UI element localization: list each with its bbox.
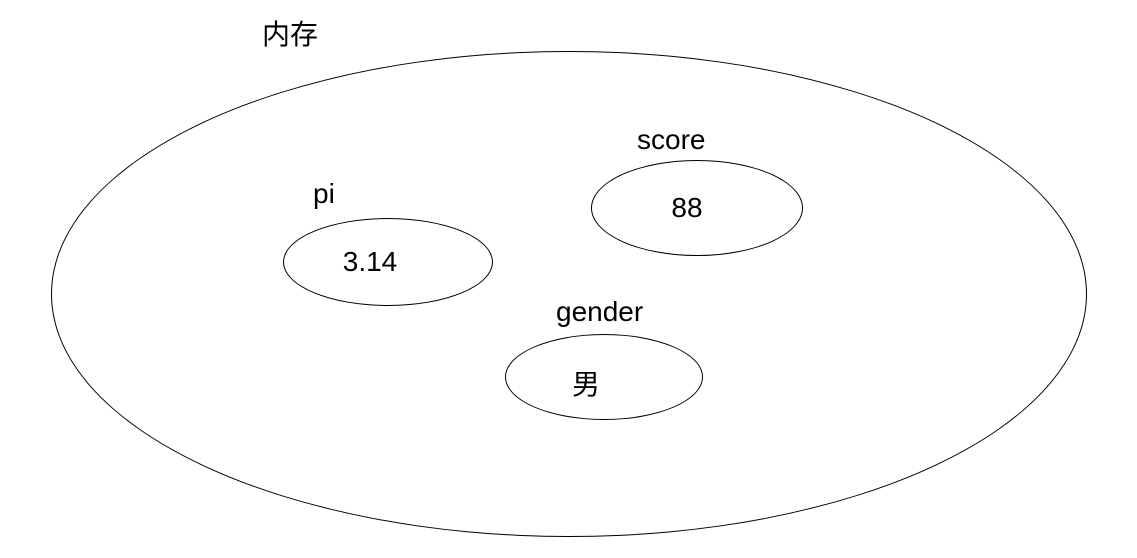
variable-ellipse-gender: 男 [505, 334, 703, 420]
memory-label: 内存 [262, 19, 319, 50]
variable-label-gender: gender [556, 296, 644, 327]
variable-label-score: score [637, 124, 706, 155]
variable-label-pi: pi [313, 178, 335, 209]
memory-ellipse [51, 51, 1087, 537]
variable-value-gender: 男 [571, 369, 600, 400]
variable-ellipse-score: 88 [591, 160, 803, 256]
variable-value-score: 88 [671, 192, 703, 223]
variable-value-pi: 3.14 [342, 246, 398, 277]
variable-ellipse-pi: 3.14 [283, 218, 493, 306]
